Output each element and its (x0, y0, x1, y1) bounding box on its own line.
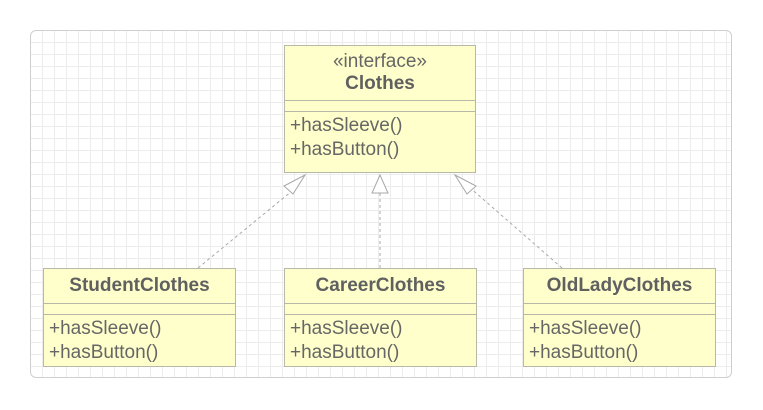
attributes-compartment (44, 303, 235, 314)
class-box-student-clothes[interactable]: StudentClothes +hasSleeve() +hasButton() (43, 268, 236, 367)
operations-compartment: +hasSleeve() +hasButton() (285, 314, 476, 365)
operation: +hasSleeve() (290, 318, 403, 339)
class-box-old-lady-clothes[interactable]: OldLadyClothes +hasSleeve() +hasButton() (523, 268, 716, 367)
operations-compartment: +hasSleeve() +hasButton() (524, 314, 715, 365)
class-name: CareerClothes (315, 275, 446, 296)
operations-compartment: +hasSleeve() +hasButton() (285, 111, 475, 162)
class-header: «interface» Clothes (285, 46, 475, 100)
operation: +hasButton() (290, 139, 400, 160)
operation: +hasSleeve() (49, 318, 162, 339)
operation: +hasButton() (529, 342, 639, 363)
class-header: StudentClothes (44, 269, 235, 303)
operation: +hasSleeve() (290, 115, 403, 136)
stereotype-label: «interface» (332, 51, 427, 72)
class-name: Clothes (345, 73, 415, 94)
attributes-compartment (285, 303, 476, 314)
operation: +hasButton() (290, 342, 400, 363)
attributes-compartment (285, 100, 475, 111)
class-name: OldLadyClothes (546, 275, 693, 296)
attributes-compartment (524, 303, 715, 314)
operation: +hasButton() (49, 342, 159, 363)
operation: +hasSleeve() (529, 318, 642, 339)
class-header: OldLadyClothes (524, 269, 715, 303)
class-name: StudentClothes (69, 275, 210, 296)
operations-compartment: +hasSleeve() +hasButton() (44, 314, 235, 365)
class-box-clothes[interactable]: «interface» Clothes +hasSleeve() +hasBut… (284, 45, 476, 173)
class-box-career-clothes[interactable]: CareerClothes +hasSleeve() +hasButton() (284, 268, 477, 367)
class-header: CareerClothes (285, 269, 476, 303)
